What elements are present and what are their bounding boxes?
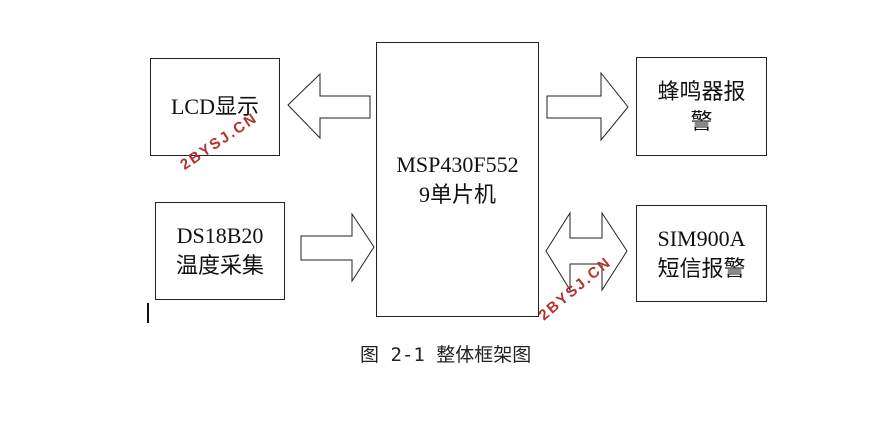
ds18b20-box: DS18B20 温度采集 — [155, 202, 285, 300]
buzzer-alarm-label: 蜂鸣器报 警 — [657, 78, 746, 134]
sim900a-box: SIM900A 短信报警 — [636, 205, 767, 302]
text-cursor — [147, 303, 149, 323]
sim900a-label: SIM900A 短信报警 — [657, 225, 746, 281]
lcd-display-box: LCD显示 — [150, 58, 280, 156]
mcu-box: MSP430F552 9单片机 — [376, 42, 539, 317]
arrow-mcu-sim900a-bidirectional — [545, 211, 628, 292]
arrow-mcu-to-lcd — [287, 72, 371, 140]
ds18b20-label: DS18B20 温度采集 — [175, 223, 264, 278]
figure-caption: 图 2-1 整体框架图 — [360, 344, 532, 366]
arrow-mcu-to-buzzer — [546, 71, 629, 142]
arrow-ds18b20-to-mcu — [300, 212, 375, 283]
lcd-display-label: LCD显示 — [170, 94, 259, 119]
buzzer-alarm-box: 蜂鸣器报 警 — [636, 57, 767, 156]
mcu-label: MSP430F552 9单片机 — [396, 151, 519, 207]
